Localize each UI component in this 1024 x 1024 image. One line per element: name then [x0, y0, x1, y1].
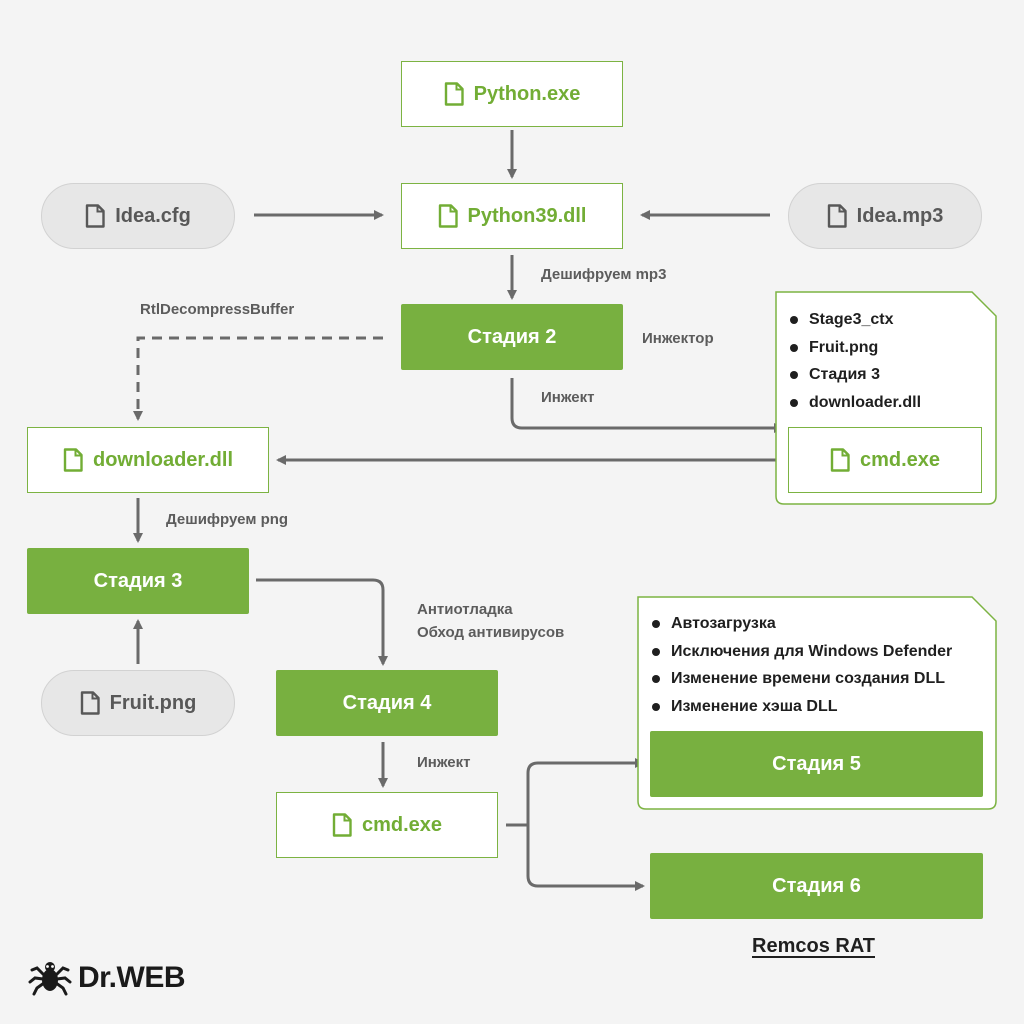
arrow-stage3-to-stage4 — [256, 578, 388, 666]
node-stage6: Стадия 6 — [650, 853, 983, 919]
note-list-item: Fruit.png — [787, 334, 921, 362]
note-list-item: downloader.dll — [787, 389, 921, 417]
node-label: cmd.exe — [859, 448, 941, 471]
file-icon — [827, 204, 847, 228]
node-idea-cfg: Idea.cfg — [41, 183, 235, 249]
node-label: Стадия 4 — [342, 691, 432, 714]
node-python-exe: Python.exe — [401, 61, 623, 127]
file-icon — [444, 82, 464, 106]
node-stage4: Стадия 4 — [276, 670, 498, 736]
node-cmd-exe-2: cmd.exe — [276, 792, 498, 858]
arrow-cmd-exe-2-to-stage6 — [526, 825, 645, 891]
spider-logo-icon — [28, 962, 72, 996]
node-label: Стадия 3 — [93, 569, 183, 592]
edge-label-rtl-decompress: RtlDecompressBuffer — [140, 301, 295, 318]
note-list-item: Исключения для Windows Defender — [649, 638, 952, 666]
file-icon — [86, 204, 105, 228]
node-label: Python.exe — [473, 82, 581, 105]
node-label: Стадия 5 — [772, 752, 861, 775]
remcos-rat-label: Remcos RAT — [752, 935, 875, 957]
node-idea-mp3: Idea.mp3 — [788, 183, 982, 249]
file-icon — [332, 813, 352, 837]
file-icon — [63, 448, 83, 472]
node-label: Idea.mp3 — [856, 204, 944, 227]
node-label: Idea.cfg — [115, 204, 191, 227]
arrow-stage2-to-cmd-exe-1 — [510, 378, 784, 433]
file-icon — [830, 448, 850, 472]
node-stage3: Стадия 3 — [27, 548, 249, 614]
node-cmd-exe-1: cmd.exe — [788, 427, 982, 493]
arrow-cmd-exe-2-to-stage5 — [506, 758, 645, 827]
note-list-item: Автозагрузка — [649, 610, 952, 638]
node-stage2: Стадия 2 — [401, 304, 623, 370]
node-label: Стадия 2 — [467, 325, 557, 348]
node-label: Fruit.png — [109, 691, 197, 714]
edge-label-av-bypass: Обход антивирусов — [417, 624, 565, 641]
file-icon — [80, 691, 100, 715]
drweb-logo: Dr.WEB — [28, 958, 186, 998]
arrow-stage2-to-downloader-dashed — [133, 336, 383, 421]
node-stage5: Стадия 5 — [650, 731, 983, 797]
edge-label-decrypt-mp3: Дешифруем mp3 — [541, 266, 667, 283]
node-python39-dll: Python39.dll — [401, 183, 623, 249]
edge-label-decrypt-png: Дешифруем png — [166, 511, 289, 528]
edge-label-injector: Инжектор — [642, 330, 714, 347]
logo-text: Dr.WEB — [78, 961, 186, 994]
edge-label-anti-debug: Антиотладка — [417, 601, 513, 618]
node-label: Python39.dll — [467, 204, 587, 227]
edge-label-inject-1: Инжект — [541, 389, 595, 406]
note-list-item: Stage3_ctx — [787, 306, 921, 334]
note-list-item: Стадия 3 — [787, 361, 921, 389]
node-label: downloader.dll — [92, 448, 233, 471]
note-list-item: Изменение хэша DLL — [649, 693, 952, 721]
note-list-item: Изменение времени создания DLL — [649, 665, 952, 693]
file-icon — [438, 204, 458, 228]
node-fruit-png: Fruit.png — [41, 670, 235, 736]
edge-label-inject-2: Инжект — [417, 754, 471, 771]
node-downloader-dll: downloader.dll — [27, 427, 269, 493]
node-label: cmd.exe — [361, 813, 443, 836]
node-label: Стадия 6 — [772, 874, 861, 897]
